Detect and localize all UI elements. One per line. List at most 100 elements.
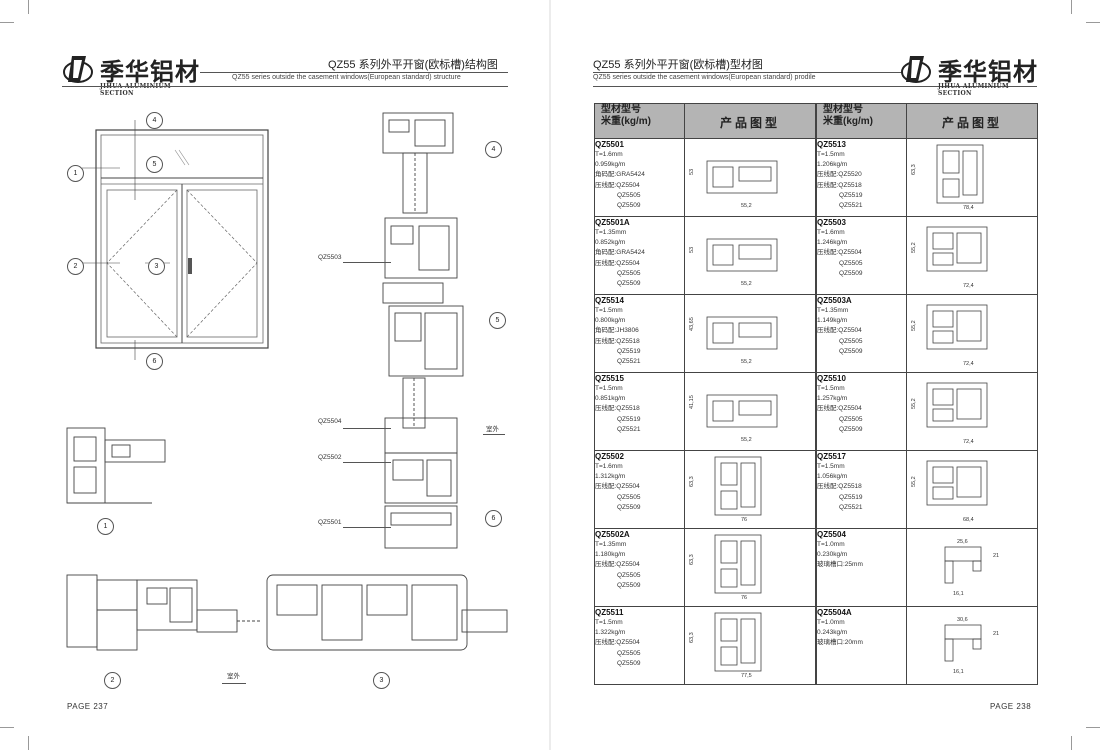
dimension-label: 63,3 (911, 164, 917, 175)
leader-qz5503 (343, 262, 391, 263)
profile-spec-line: 压线配:QZ5520 (817, 171, 862, 179)
dimension-label: 72,4 (963, 283, 974, 289)
profile-code: QZ5504 (817, 530, 846, 539)
profile-spec-line: 1.312kg/m (595, 473, 626, 481)
callout-3-detail: 3 (373, 672, 390, 689)
callout-1-detail: 1 (97, 518, 114, 535)
profile-code: QZ5503A (817, 296, 852, 305)
dimension-label: 63,3 (689, 632, 695, 643)
profile-code: QZ5501A (595, 218, 630, 227)
profile-spec-line: 压线配:QZ5504 (817, 405, 862, 413)
profile-outline (740, 540, 756, 586)
dimension-label: 63,3 (689, 476, 695, 487)
header-image: 产品图型 (942, 116, 1003, 130)
profile-code: QZ5513 (817, 140, 846, 149)
profile-spec-line: 压线配:QZ5504 (595, 639, 640, 647)
dimension-label: 63,3 (689, 554, 695, 565)
outside-label-right: 室外 (486, 426, 499, 433)
profile-spec-line: T=1.5mm (595, 619, 623, 626)
header-image-cell: 产品图型 (906, 103, 1038, 139)
right-title-rule (593, 72, 903, 73)
leader-qz5502 (343, 462, 391, 463)
callout-6-section: 6 (485, 510, 502, 527)
profile-spec-line: 0.852kg/m (595, 239, 626, 247)
profile-outline (706, 394, 778, 428)
profile-outline (936, 144, 984, 204)
profile-spec-line: QZ5519 (839, 191, 863, 199)
profile-spec-line: 1.180kg/m (595, 551, 626, 559)
logo-english-text: JIHUA ALUMINIUM SECTION (938, 83, 1009, 97)
profile-spec-line: T=1.0mm (817, 541, 845, 548)
dimension-label: 68,4 (963, 517, 974, 523)
callout-5-section: 5 (489, 312, 506, 329)
profile-spec-line: T=1.6mm (595, 463, 623, 470)
crop-mark-left-top (0, 22, 14, 23)
outside-label-bottom: 室外 (227, 673, 240, 680)
profile-code: QZ5514 (595, 296, 624, 305)
profile-spec-line: 压线配:QZ5504 (595, 259, 640, 267)
profile-spec-line: 角码配:JH3806 (595, 327, 639, 335)
crop-mark-top-left (28, 0, 29, 14)
header-model: 型材型号 (601, 104, 641, 115)
dimension-label: 77,5 (741, 673, 752, 679)
crop-mark-bottom-left (28, 736, 29, 750)
dimension-label: 16,1 (953, 591, 964, 597)
callout-5: 5 (146, 156, 163, 173)
header-model: 型材型号 (823, 104, 863, 115)
page-spine (549, 0, 551, 750)
table-header-row: 型材型号米重(kg/m) 产品图型 (815, 103, 1038, 139)
profile-outline (932, 252, 954, 266)
callout-3: 3 (148, 258, 165, 275)
callout-1: 1 (67, 165, 84, 182)
profile-spec-line: 0.243kg/m (817, 629, 848, 637)
profile-spec-line: 玻璃槽口:25mm (817, 561, 863, 569)
left-logo: 季华铝材 JIHUA ALUMINIUM SECTION (62, 50, 202, 97)
profile-spec-line: 压线配:QZ5504 (595, 483, 640, 491)
profile-outline (944, 560, 954, 584)
logo-emblem-icon (63, 56, 93, 83)
profile-spec-line: QZ5505 (839, 259, 863, 267)
profile-spec-line: 压线配:QZ5504 (595, 181, 640, 189)
profile-code: QZ5502A (595, 530, 630, 539)
profile-drawing: 72,455,2 (911, 226, 988, 289)
dimension-label: 78,4 (963, 205, 974, 211)
profile-spec-line: T=1.5mm (817, 385, 845, 392)
profile-spec-line: QZ5509 (617, 280, 641, 288)
dimension-label: 41,15 (689, 395, 695, 409)
profile-outline (956, 310, 982, 342)
profile-outline (706, 238, 778, 272)
profile-spec-line: QZ5505 (617, 269, 641, 277)
profile-spec-line: T=1.0mm (817, 619, 845, 626)
profile-spec-line: T=1.5mm (595, 385, 623, 392)
label-qz5501: QZ5501 (318, 519, 342, 526)
profile-spec-line: T=1.5mm (595, 307, 623, 314)
profile-spec-line: QZ5509 (839, 269, 863, 277)
header-weight: 米重(kg/m) (823, 116, 873, 127)
profile-code: QZ5511 (595, 608, 624, 617)
right-page-number: PAGE 238 (990, 702, 1032, 711)
profile-code: QZ5510 (817, 374, 846, 383)
profile-outline (714, 456, 762, 516)
dimension-label: 72,4 (963, 439, 974, 445)
profile-image-cell: 77,5 63,3 (684, 606, 816, 685)
profile-drawing: 55,243,65 (689, 316, 778, 365)
profile-drawing: 72,455,2 (911, 382, 988, 445)
profile-outline (714, 612, 762, 672)
